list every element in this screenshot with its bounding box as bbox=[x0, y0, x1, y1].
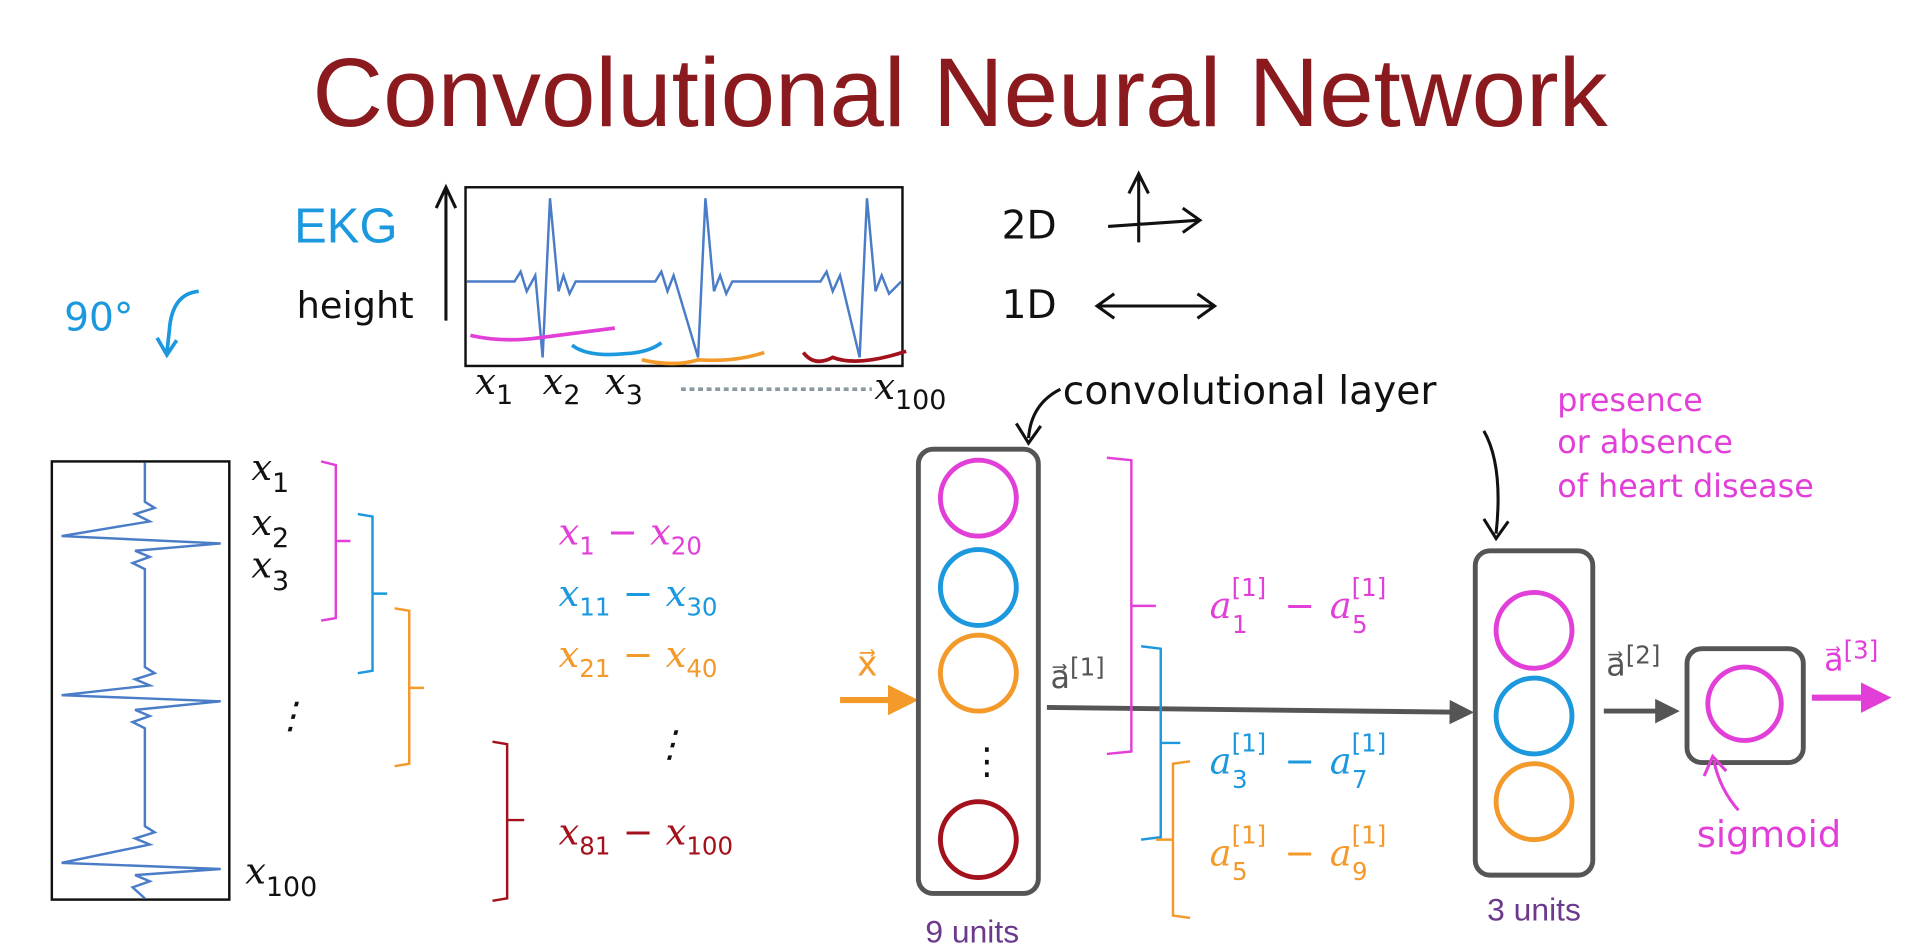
2d-axes-icon bbox=[1107, 170, 1203, 243]
slide-title: Convolutional Neural Network bbox=[312, 37, 1608, 147]
layer-1-box bbox=[915, 446, 1041, 896]
layer-1: ⋮ bbox=[915, 446, 1041, 896]
unit-1 bbox=[1493, 589, 1575, 671]
unit-9 bbox=[937, 799, 1019, 881]
bracket-magenta bbox=[320, 460, 351, 622]
window-ellipsis: ⋮ bbox=[652, 722, 689, 765]
layer-1-units: 9 units bbox=[925, 913, 1019, 949]
unit-2 bbox=[937, 547, 1019, 628]
sigmoid-label: sigmoid bbox=[1697, 813, 1841, 856]
rotated-ekg-waveform bbox=[61, 462, 221, 900]
window-range: x11−x30 bbox=[559, 572, 718, 622]
bracket-blue-a bbox=[1140, 645, 1181, 841]
bracket-darkred bbox=[492, 740, 525, 903]
bracket-magenta-a bbox=[1106, 456, 1156, 756]
ekg-x-label: x1 bbox=[475, 360, 513, 411]
unit-3 bbox=[937, 632, 1019, 714]
height-label: height bbox=[297, 284, 414, 327]
layer-2-pointer-arrow bbox=[1482, 430, 1510, 542]
activation-range: a[1]1−a[1]5 bbox=[1210, 573, 1387, 639]
input-vector-label: x⃗ bbox=[857, 645, 877, 685]
1d-label: 1D bbox=[1002, 283, 1057, 328]
activation-range: a[1]5−a[1]9 bbox=[1210, 820, 1387, 886]
layer-1-output-arrow bbox=[1046, 699, 1475, 725]
ekg-x-label: x2 bbox=[543, 360, 581, 411]
unit-1 bbox=[937, 457, 1019, 539]
window-mark-orange bbox=[641, 350, 765, 366]
layer-1-output-label: a⃗[1] bbox=[1051, 653, 1105, 696]
input-label: x2 bbox=[251, 501, 289, 554]
bracket-orange-a bbox=[1155, 760, 1191, 920]
layer-3-box bbox=[1684, 646, 1806, 765]
window-range: x21−x40 bbox=[559, 633, 718, 683]
activation-range: a[1]3−a[1]7 bbox=[1210, 728, 1387, 794]
layer-2-units: 3 units bbox=[1487, 891, 1581, 927]
rotate-arrow-icon bbox=[155, 289, 199, 359]
ekg-frame bbox=[464, 186, 904, 368]
ekg-waveform bbox=[466, 198, 903, 358]
layer-2-output-label: a⃗[2] bbox=[1606, 640, 1660, 683]
2d-label: 2D bbox=[1002, 204, 1057, 249]
rotated-ekg bbox=[50, 460, 231, 901]
window-mark-blue bbox=[570, 341, 663, 357]
ekg-x-label: x100 bbox=[874, 365, 946, 416]
conv-layer-annotation: convolutional layer bbox=[1063, 369, 1438, 414]
rotation-note: 90° bbox=[64, 295, 133, 340]
output-note-line: of heart disease bbox=[1557, 467, 1814, 505]
input-label: x100 bbox=[245, 850, 317, 903]
layer-3-output-label: a⃗[3] bbox=[1824, 635, 1878, 678]
window-mark-magenta bbox=[470, 326, 616, 342]
input-ellipsis: ⋮ bbox=[272, 694, 309, 737]
layer-2-box bbox=[1472, 548, 1596, 878]
layer-3 bbox=[1684, 646, 1806, 765]
input-label: x3 bbox=[251, 544, 289, 597]
1d-arrow-icon bbox=[1094, 292, 1218, 320]
rotated-ekg-frame bbox=[50, 460, 231, 901]
window-mark-darkred bbox=[801, 349, 907, 364]
units-ellipsis: ⋮ bbox=[969, 740, 1006, 783]
ekg-plot: EKG height x1 x2 x3 x100 bbox=[294, 183, 946, 416]
y-axis-arrow bbox=[434, 183, 458, 321]
bracket-blue bbox=[357, 512, 388, 675]
sigmoid-pointer-arrow bbox=[1702, 753, 1740, 812]
conv-layer-pointer-arrow bbox=[1015, 387, 1062, 446]
unit-2 bbox=[1493, 675, 1575, 757]
ekg-x-label: x3 bbox=[605, 360, 643, 411]
output-note-line: or absence bbox=[1557, 423, 1733, 461]
window-range: x81−x100 bbox=[559, 811, 734, 861]
layer-2 bbox=[1472, 548, 1596, 878]
output-note-line: presence bbox=[1557, 381, 1703, 419]
window-range: x1−x20 bbox=[559, 511, 702, 561]
ekg-label: EKG bbox=[294, 199, 397, 253]
bracket-orange bbox=[394, 607, 424, 768]
unit-3 bbox=[1493, 761, 1575, 843]
input-label: x1 bbox=[251, 446, 289, 499]
output-unit bbox=[1705, 664, 1784, 743]
